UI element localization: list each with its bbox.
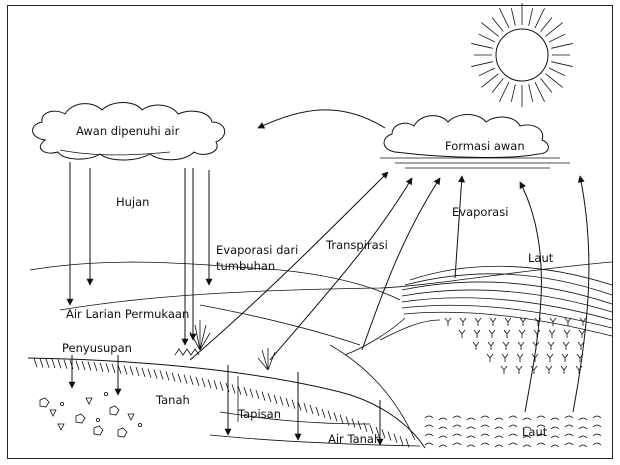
- plant-icon-2: [258, 348, 275, 370]
- label-surface-runoff: Air Larian Permukaan: [66, 307, 189, 321]
- label-rain: Hujan: [116, 195, 149, 209]
- sun-icon: [471, 3, 572, 107]
- label-soil: Tanah: [155, 393, 190, 407]
- soil-rocks: [40, 392, 142, 437]
- label-evaporation: Evaporasi: [452, 205, 508, 219]
- grass-icon: [175, 349, 199, 355]
- label-infiltration: Penyusupan: [62, 341, 132, 355]
- landscape: [28, 262, 612, 448]
- label-transpiration: Transpirasi: [325, 238, 388, 252]
- sea-plants: [445, 318, 586, 374]
- label-cloud-formation: Formasi awan: [445, 139, 525, 153]
- label-plant-evaporation-line2: tumbuhan: [216, 259, 275, 273]
- label-sea-upper: Laut: [528, 251, 554, 265]
- label-saturated-cloud: Awan dipenuhi air: [76, 124, 180, 138]
- cloud-movement-arrow: [258, 110, 385, 128]
- label-sea-lower: Laut: [522, 425, 548, 439]
- label-plant-evaporation-line1: Evaporasi dari: [216, 243, 298, 257]
- label-groundwater: Air Tanah: [328, 432, 381, 446]
- sea-waves: [425, 416, 601, 447]
- label-percolation: Tapisan: [237, 407, 281, 421]
